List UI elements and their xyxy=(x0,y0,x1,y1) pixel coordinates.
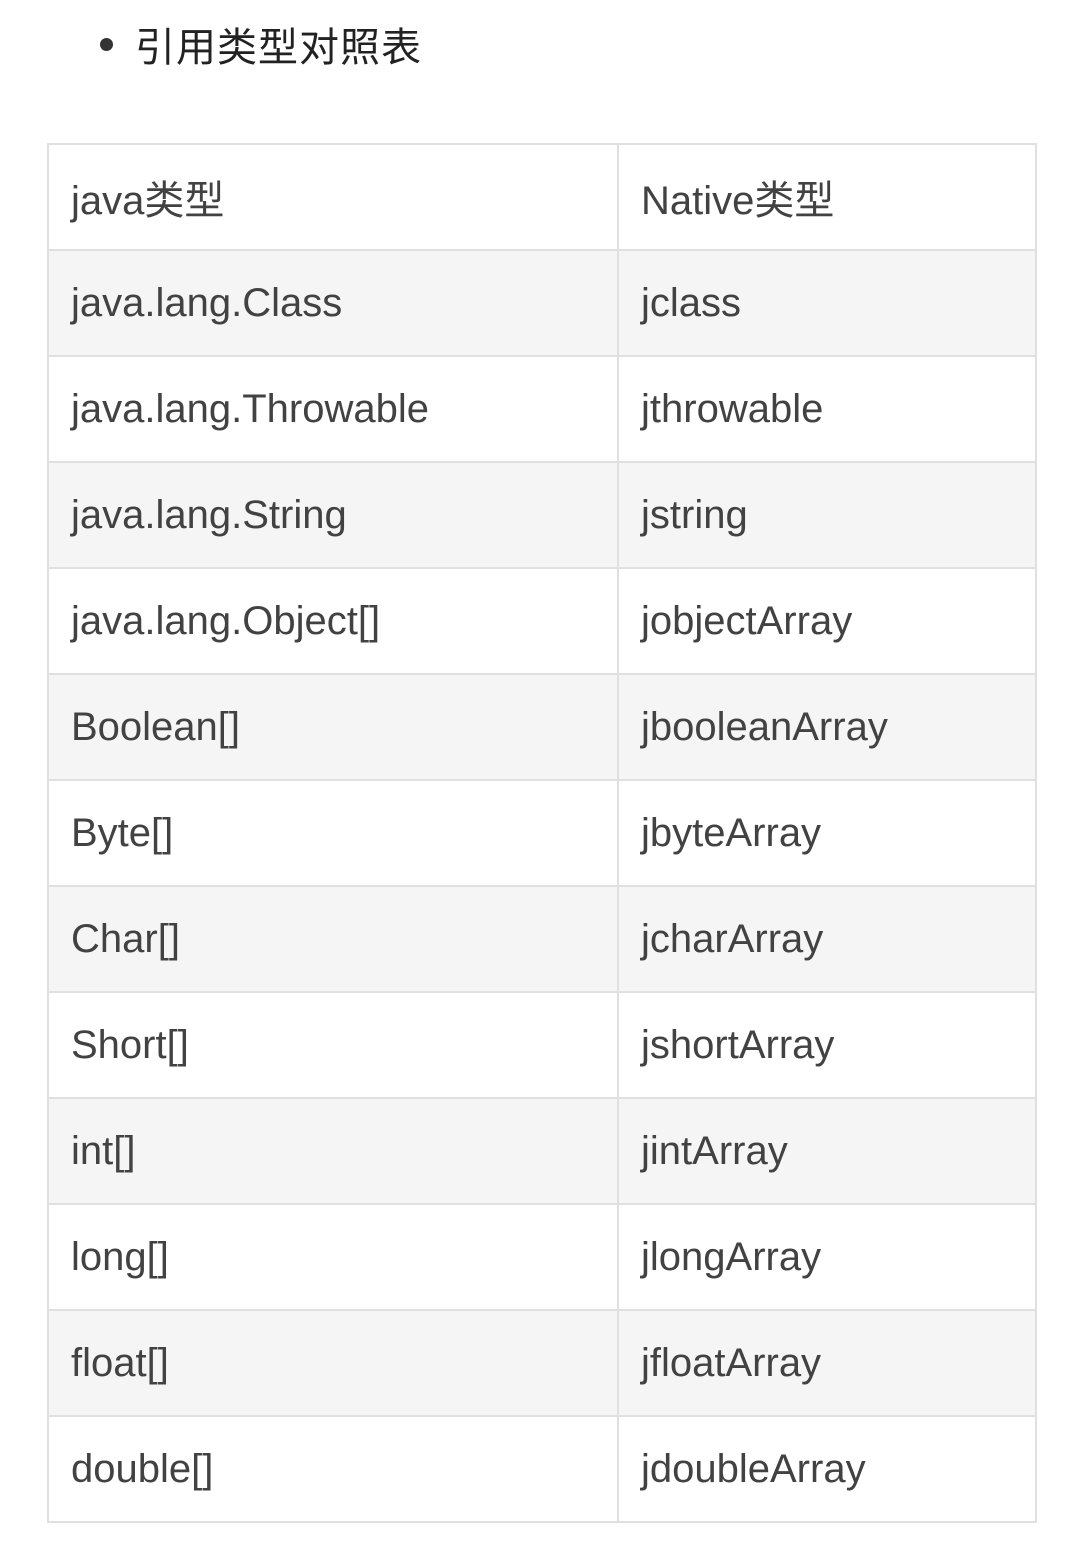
table-row: java.lang.Object[] jobjectArray xyxy=(47,567,1037,675)
java-type-cell: Boolean[] xyxy=(47,673,619,781)
table-row: int[] jintArray xyxy=(47,1097,1037,1205)
table-row: Boolean[] jbooleanArray xyxy=(47,673,1037,781)
java-type-cell: float[] xyxy=(47,1309,619,1417)
native-type-cell: jbooleanArray xyxy=(617,673,1037,781)
table-row: java.lang.String jstring xyxy=(47,461,1037,569)
native-type-cell: jthrowable xyxy=(617,355,1037,463)
java-type-cell: java.lang.Throwable xyxy=(47,355,619,463)
native-type-cell: jclass xyxy=(617,249,1037,357)
table-row: Short[] jshortArray xyxy=(47,991,1037,1099)
table-row: float[] jfloatArray xyxy=(47,1309,1037,1417)
native-type-cell: jstring xyxy=(617,461,1037,569)
header-cell-native-type: Native类型 xyxy=(617,143,1037,251)
native-type-cell: jdoubleArray xyxy=(617,1415,1037,1523)
java-type-cell: Short[] xyxy=(47,991,619,1099)
native-type-cell: jfloatArray xyxy=(617,1309,1037,1417)
native-type-cell: jlongArray xyxy=(617,1203,1037,1311)
native-type-cell: jintArray xyxy=(617,1097,1037,1205)
section-heading: 引用类型对照表 xyxy=(135,25,422,71)
java-type-cell: int[] xyxy=(47,1097,619,1205)
native-type-cell: jshortArray xyxy=(617,991,1037,1099)
table-row: Byte[] jbyteArray xyxy=(47,779,1037,887)
bullet-icon xyxy=(100,37,113,51)
type-mapping-table: java类型 Native类型 java.lang.Class jclass j… xyxy=(47,143,1037,1523)
table-row: java.lang.Throwable jthrowable xyxy=(47,355,1037,463)
native-type-cell: jobjectArray xyxy=(617,567,1037,675)
table-header-row: java类型 Native类型 xyxy=(47,143,1037,251)
java-type-cell: java.lang.Class xyxy=(47,249,619,357)
java-type-cell: Byte[] xyxy=(47,779,619,887)
table-row: Char[] jcharArray xyxy=(47,885,1037,993)
bullet-list-item: 引用类型对照表 xyxy=(100,14,422,74)
table-row: double[] jdoubleArray xyxy=(47,1415,1037,1523)
table-row: long[] jlongArray xyxy=(47,1203,1037,1311)
java-type-cell: java.lang.String xyxy=(47,461,619,569)
table-row: java.lang.Class jclass xyxy=(47,249,1037,357)
native-type-cell: jbyteArray xyxy=(617,779,1037,887)
native-type-cell: jcharArray xyxy=(617,885,1037,993)
java-type-cell: long[] xyxy=(47,1203,619,1311)
java-type-cell: Char[] xyxy=(47,885,619,993)
java-type-cell: double[] xyxy=(47,1415,619,1523)
java-type-cell: java.lang.Object[] xyxy=(47,567,619,675)
header-cell-java-type: java类型 xyxy=(47,143,619,251)
